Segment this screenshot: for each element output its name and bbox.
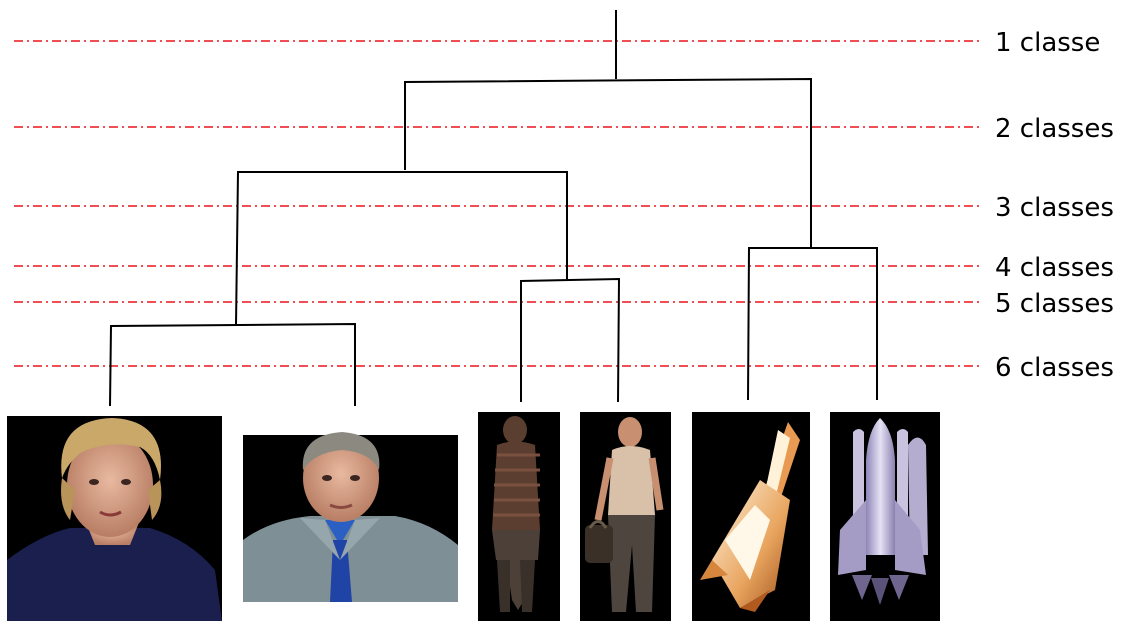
merge-presenters [110,324,355,406]
merge-walkers [521,279,619,402]
level-label-6: 6 classes [995,353,1114,383]
level-label-2: 2 classes [995,114,1114,144]
level-label-3: 3 classes [995,193,1114,223]
merge-shuttles [748,248,877,400]
walking-man-with-bag-image [580,412,671,621]
merge-root [405,79,811,247]
space-shuttle-tilted-image [692,412,810,621]
cut-lines [14,41,982,366]
tree-links [110,10,877,406]
space-shuttle-upright-image [830,412,940,621]
level-label-5: 5 classes [995,289,1114,319]
level-label-4: 4 classes [995,253,1114,283]
walking-man-back-image [478,412,560,621]
level-label-1: 1 classe [995,28,1100,58]
level-labels: 1 classe 2 classes 3 classes 4 classes 5… [995,28,1114,383]
man-presenter-image [243,432,458,602]
woman-presenter-image [7,416,222,621]
